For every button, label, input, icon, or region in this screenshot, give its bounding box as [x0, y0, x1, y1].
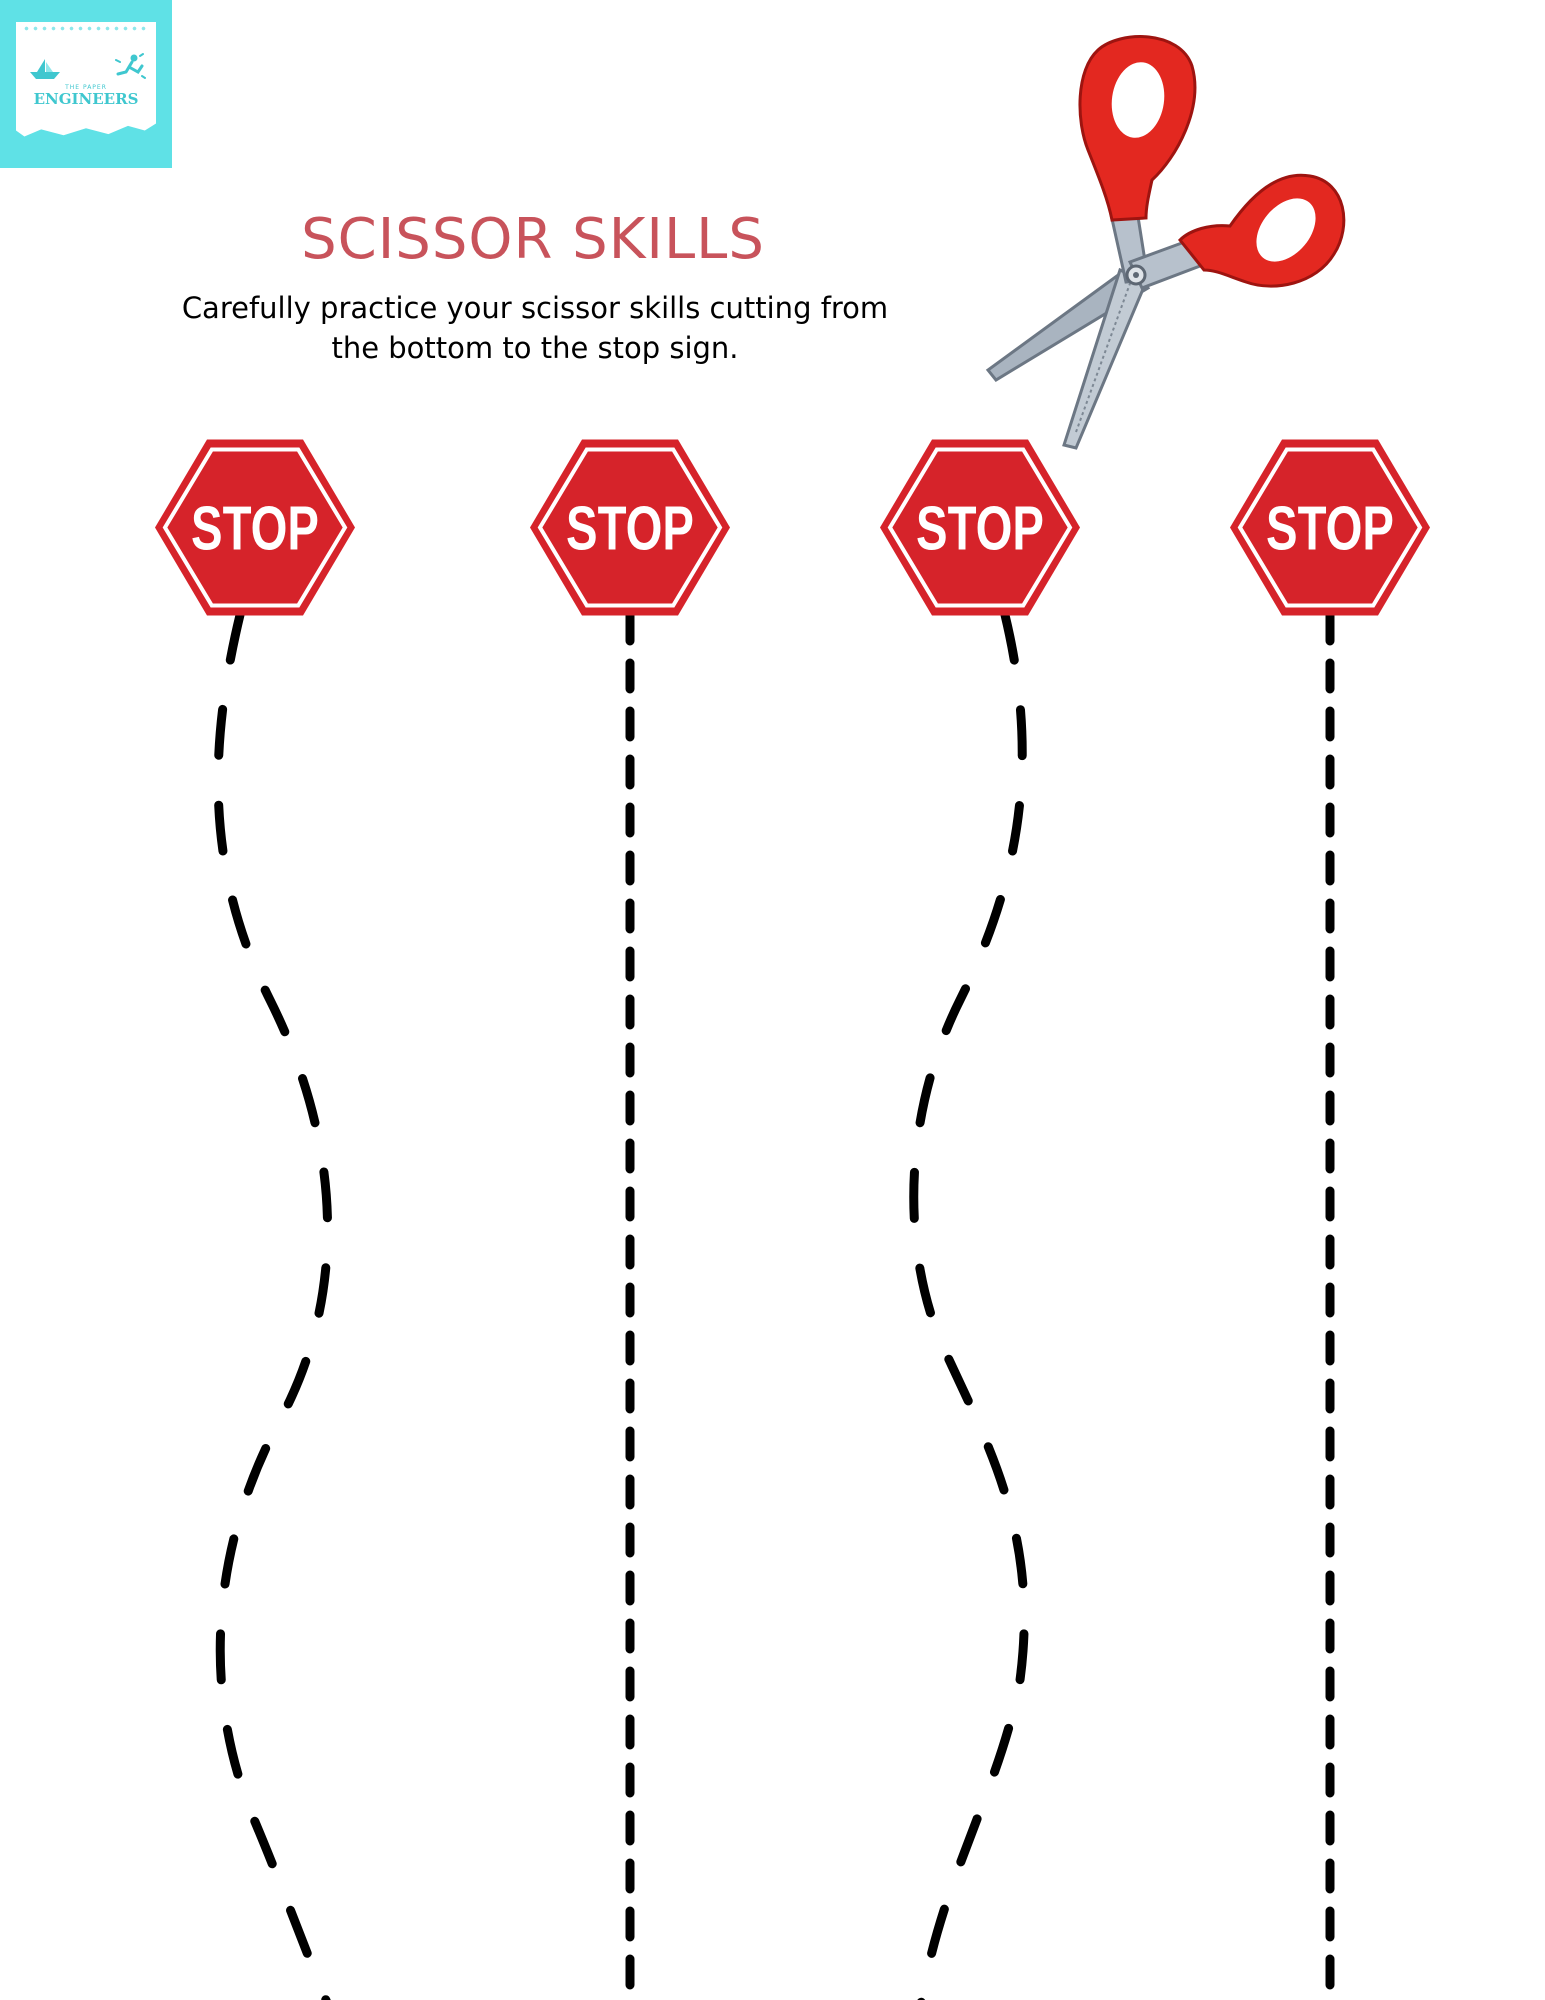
logo-card: THE PAPER ENGINEERS — [16, 22, 156, 137]
stop-sign-label: STOP — [566, 495, 694, 564]
instructions: Carefully practice your scissor skills c… — [135, 288, 935, 368]
instructions-line-2: the bottom to the stop sign. — [331, 331, 739, 365]
cut-lines-layer — [213, 610, 1335, 2000]
stop-sign-border — [887, 447, 1073, 608]
stop-sign-label: STOP — [916, 495, 1044, 564]
page-title: SCISSOR SKILLS — [301, 207, 765, 272]
stop-signs-layer: STOP STOP STOP STOP — [155, 439, 1430, 616]
instructions-line-1: Carefully practice your scissor skills c… — [181, 291, 889, 325]
brand-logo: THE PAPER ENGINEERS — [0, 0, 172, 168]
cut-line-3 — [909, 610, 1029, 2000]
stop-sign-icon: STOP — [880, 439, 1080, 616]
logo-top-text: THE PAPER — [65, 84, 107, 91]
paper-boat-icon — [30, 59, 60, 79]
logo-notebook-holes — [22, 26, 150, 31]
stop-sign-border — [1237, 447, 1423, 608]
stop-sign-label: STOP — [1266, 495, 1394, 564]
scissors-icon — [985, 35, 1346, 450]
cut-line-1 — [213, 610, 332, 2000]
stop-sign-icon: STOP — [530, 439, 730, 616]
stop-sign-border — [537, 447, 723, 608]
stop-sign-icon: STOP — [155, 439, 355, 616]
logo-name: ENGINEERS — [33, 90, 139, 108]
stop-sign-border — [162, 447, 348, 608]
stop-sign-outer — [530, 439, 730, 616]
stop-sign-outer — [880, 439, 1080, 616]
stop-sign-outer — [1230, 439, 1430, 616]
stop-sign-icon: STOP — [1230, 439, 1430, 616]
spark-figure-icon — [115, 53, 146, 79]
stop-sign-outer — [155, 439, 355, 616]
stop-sign-label: STOP — [191, 495, 319, 564]
